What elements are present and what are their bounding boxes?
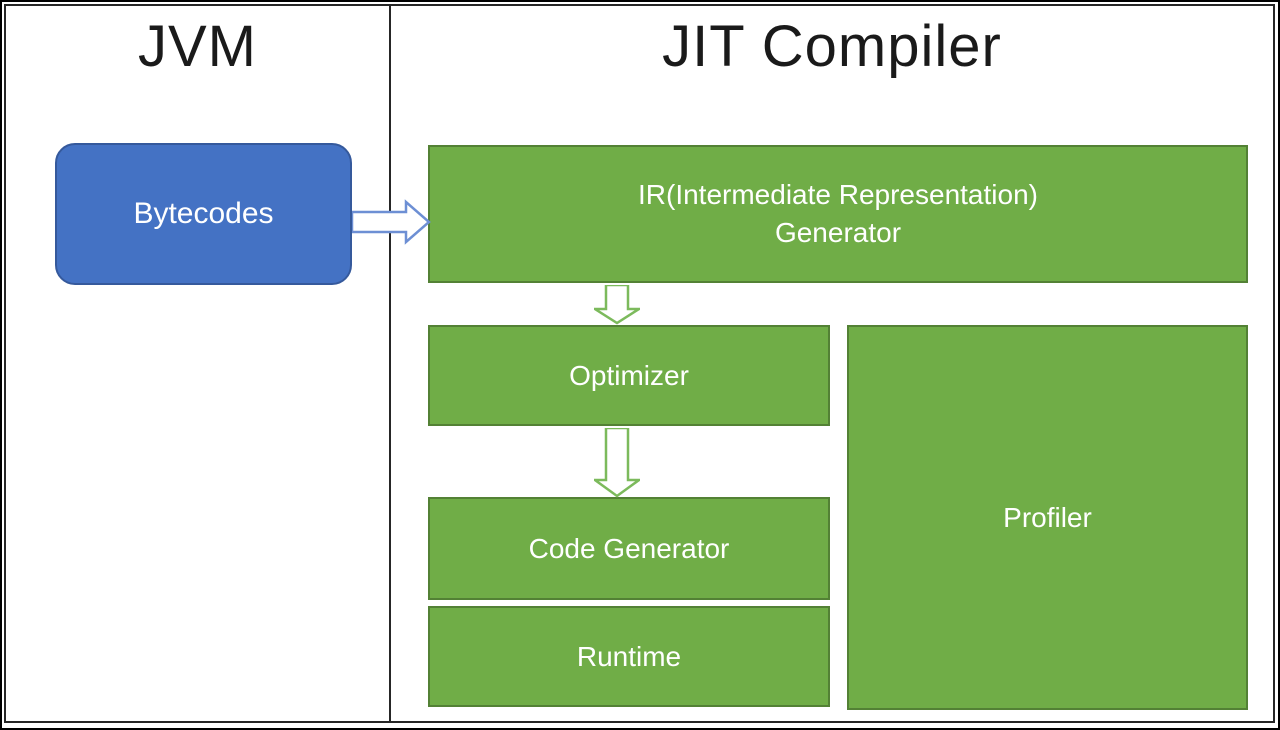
- jvm-panel-title: JVM: [138, 14, 257, 79]
- runtime-label: Runtime: [576, 640, 682, 672]
- profiler-label: Profiler: [1003, 501, 1092, 533]
- bytecodes-label: Bytecodes: [133, 196, 274, 230]
- node-profiler: Profiler: [847, 325, 1248, 710]
- code-generator-label: Code Generator: [528, 532, 730, 564]
- optimizer-label: Optimizer: [569, 359, 689, 391]
- node-code-generator: Code Generator: [428, 497, 830, 600]
- jit-panel-title: JIT Compiler: [662, 14, 1002, 79]
- jvm-panel: JVM: [4, 4, 391, 723]
- node-bytecodes: Bytecodes: [55, 143, 352, 285]
- ir-generator-label-line1: IR(Intermediate Representation): [638, 179, 1038, 211]
- flow-arrow-down-icon: [594, 428, 640, 498]
- jit-panel: JIT Compiler: [389, 4, 1275, 723]
- flow-arrow-right-icon: [352, 199, 431, 245]
- node-runtime: Runtime: [428, 606, 830, 707]
- node-optimizer: Optimizer: [428, 325, 830, 426]
- node-ir-generator: IR(Intermediate Representation) Generato…: [428, 145, 1248, 283]
- flow-arrow-down-icon: [594, 285, 640, 325]
- ir-generator-label-line2: Generator: [774, 217, 902, 248]
